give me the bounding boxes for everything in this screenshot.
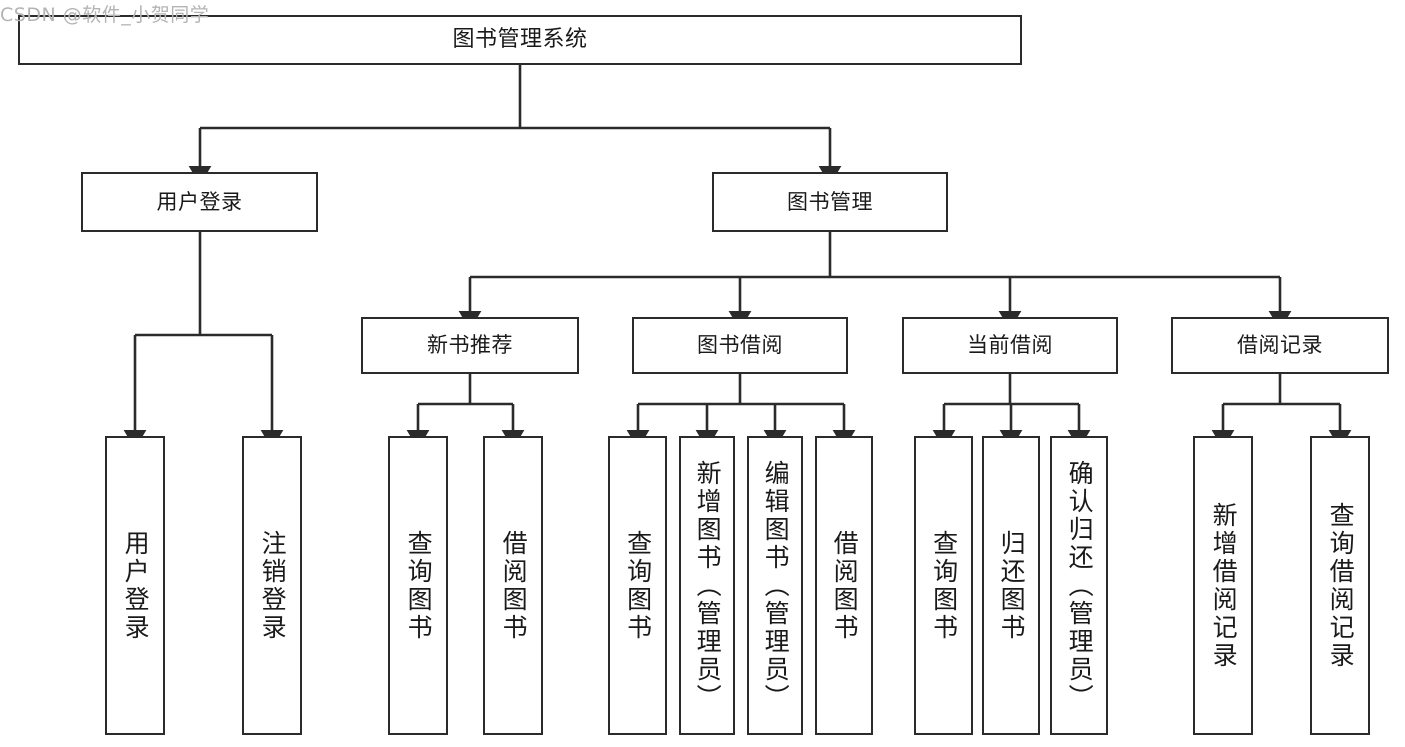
node-label: 图书借阅 [697,333,783,358]
node-l2b[interactable]: 图书借阅 [632,317,848,374]
node-f4[interactable]: 借阅图书 [483,436,543,735]
node-l1b[interactable]: 图书管理 [712,172,948,232]
node-label: 借阅图书 [499,529,529,642]
node-label: 归还图书 [997,529,1027,642]
watermark: CSDN @软件_小贺同学 [0,4,210,26]
node-label: 用户登录 [156,189,243,214]
node-l2a[interactable]: 新书推荐 [361,317,579,374]
node-label: 新增借阅记录 [1209,501,1239,670]
node-f9[interactable]: 查询图书 [914,436,973,735]
node-label: 图书管理系统 [452,27,588,53]
node-label: 查询图书 [929,529,959,642]
node-f12[interactable]: 新增借阅记录 [1193,436,1253,735]
node-label: 借阅图书 [830,529,860,642]
node-label: 借阅记录 [1237,333,1323,358]
node-f5[interactable]: 查询图书 [608,436,667,735]
node-l1a[interactable]: 用户登录 [81,172,318,232]
node-f13[interactable]: 查询借阅记录 [1310,436,1370,735]
node-label: 当前借阅 [967,333,1053,358]
node-label: 新书推荐 [427,333,513,358]
node-l2c[interactable]: 当前借阅 [902,317,1118,374]
node-label: 确认归还（管理员） [1065,459,1095,712]
node-label: 注销登录 [258,529,288,642]
node-l2d[interactable]: 借阅记录 [1171,317,1389,374]
node-f7[interactable]: 编辑图书（管理员） [747,436,803,735]
node-label: 新增图书（管理员） [693,459,723,712]
node-f6[interactable]: 新增图书（管理员） [679,436,735,735]
node-label: 查询图书 [404,529,434,642]
node-label: 查询借阅记录 [1326,501,1356,670]
node-label: 查询图书 [623,529,653,642]
node-f2[interactable]: 注销登录 [242,436,302,735]
node-f1[interactable]: 用户登录 [105,436,165,735]
edge-paths [123,65,1352,450]
node-label: 用户登录 [121,529,151,642]
node-root[interactable]: 图书管理系统 [18,15,1022,65]
node-f8[interactable]: 借阅图书 [815,436,873,735]
node-label: 图书管理 [787,189,873,214]
node-label: 编辑图书（管理员） [761,459,791,712]
node-f11[interactable]: 确认归还（管理员） [1050,436,1108,735]
node-f10[interactable]: 归还图书 [982,436,1040,735]
node-f3[interactable]: 查询图书 [388,436,448,735]
